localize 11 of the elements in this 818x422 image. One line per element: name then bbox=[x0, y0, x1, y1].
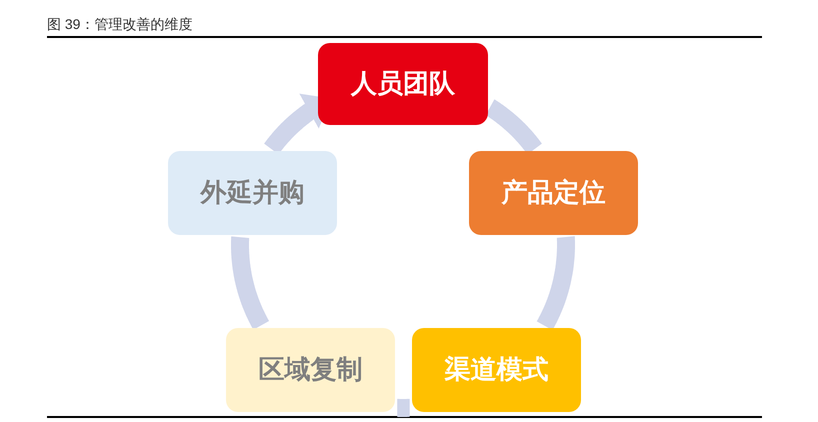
step-box bbox=[412, 328, 581, 412]
step-label: 区域复制 bbox=[258, 354, 362, 386]
step-label: 产品定位 bbox=[502, 176, 606, 210]
figure-title: 图 39：管理改善的维度 bbox=[47, 15, 192, 34]
step-label: 渠道模式 bbox=[444, 354, 548, 386]
step-label: 人员团队 bbox=[351, 68, 455, 100]
step-box bbox=[318, 43, 488, 125]
step-label: 外延并购 bbox=[200, 176, 304, 210]
step-box bbox=[469, 151, 638, 235]
step-box bbox=[168, 151, 337, 235]
step-box bbox=[226, 328, 395, 412]
